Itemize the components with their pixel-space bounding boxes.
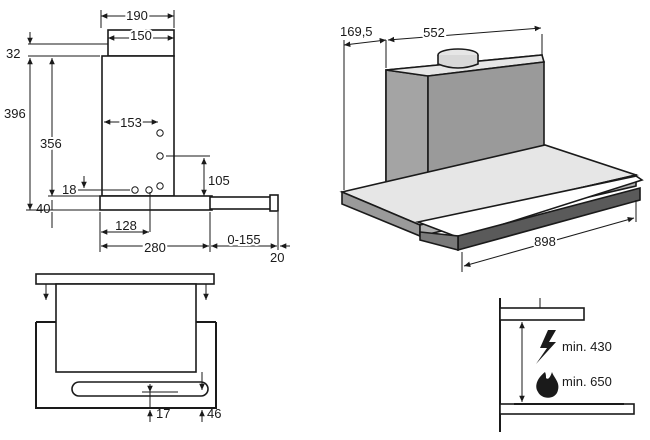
dim-396: 396	[4, 106, 26, 121]
dim-552: 552	[423, 25, 445, 40]
front-top-bar	[35, 273, 215, 285]
side-tray	[99, 195, 213, 211]
iso-drawer-face	[419, 231, 459, 252]
front-outer-box	[35, 321, 217, 409]
mount-hole	[156, 129, 164, 137]
dim-17: 17	[156, 406, 170, 421]
mount-hole	[156, 182, 164, 190]
dim-169-5: 169,5	[340, 24, 373, 39]
mount-hole	[156, 152, 164, 160]
flame-icon	[536, 372, 559, 398]
dim-32: 32	[6, 46, 20, 61]
mount-hole	[131, 186, 139, 194]
min-electric-label: min. 430	[562, 339, 612, 354]
install-hob	[499, 403, 635, 415]
dim-128: 128	[115, 218, 137, 233]
install-view: min. 430 min. 650	[499, 298, 635, 432]
mount-hole	[145, 186, 153, 194]
dim-190: 190	[126, 8, 148, 23]
iso-outlet-side	[437, 55, 479, 69]
side-drawer	[209, 196, 273, 210]
dim-356: 356	[40, 136, 62, 151]
dim-0-155: 0-155	[227, 232, 260, 247]
min-gas-label: min. 650	[562, 374, 612, 389]
side-view: 190 150 32 396 356 153 105 18 40	[4, 6, 290, 265]
front-slot	[71, 381, 209, 397]
dim-153: 153	[120, 115, 142, 130]
dim-898: 898	[534, 234, 556, 249]
dim-105: 105	[208, 173, 230, 188]
dim-20: 20	[270, 250, 284, 265]
iso-view: 169,5 552 898	[339, 23, 644, 272]
side-drawer-handle	[269, 194, 279, 212]
front-inner-panel	[55, 283, 197, 373]
front-view: 17 46	[35, 273, 221, 422]
dim-40: 40	[36, 201, 50, 216]
dim-150: 150	[130, 28, 152, 43]
side-body	[101, 55, 175, 197]
install-hood	[499, 307, 585, 321]
dim-18: 18	[62, 182, 76, 197]
dim-280: 280	[144, 240, 166, 255]
lightning-icon	[536, 330, 556, 364]
dim-46: 46	[207, 406, 221, 421]
